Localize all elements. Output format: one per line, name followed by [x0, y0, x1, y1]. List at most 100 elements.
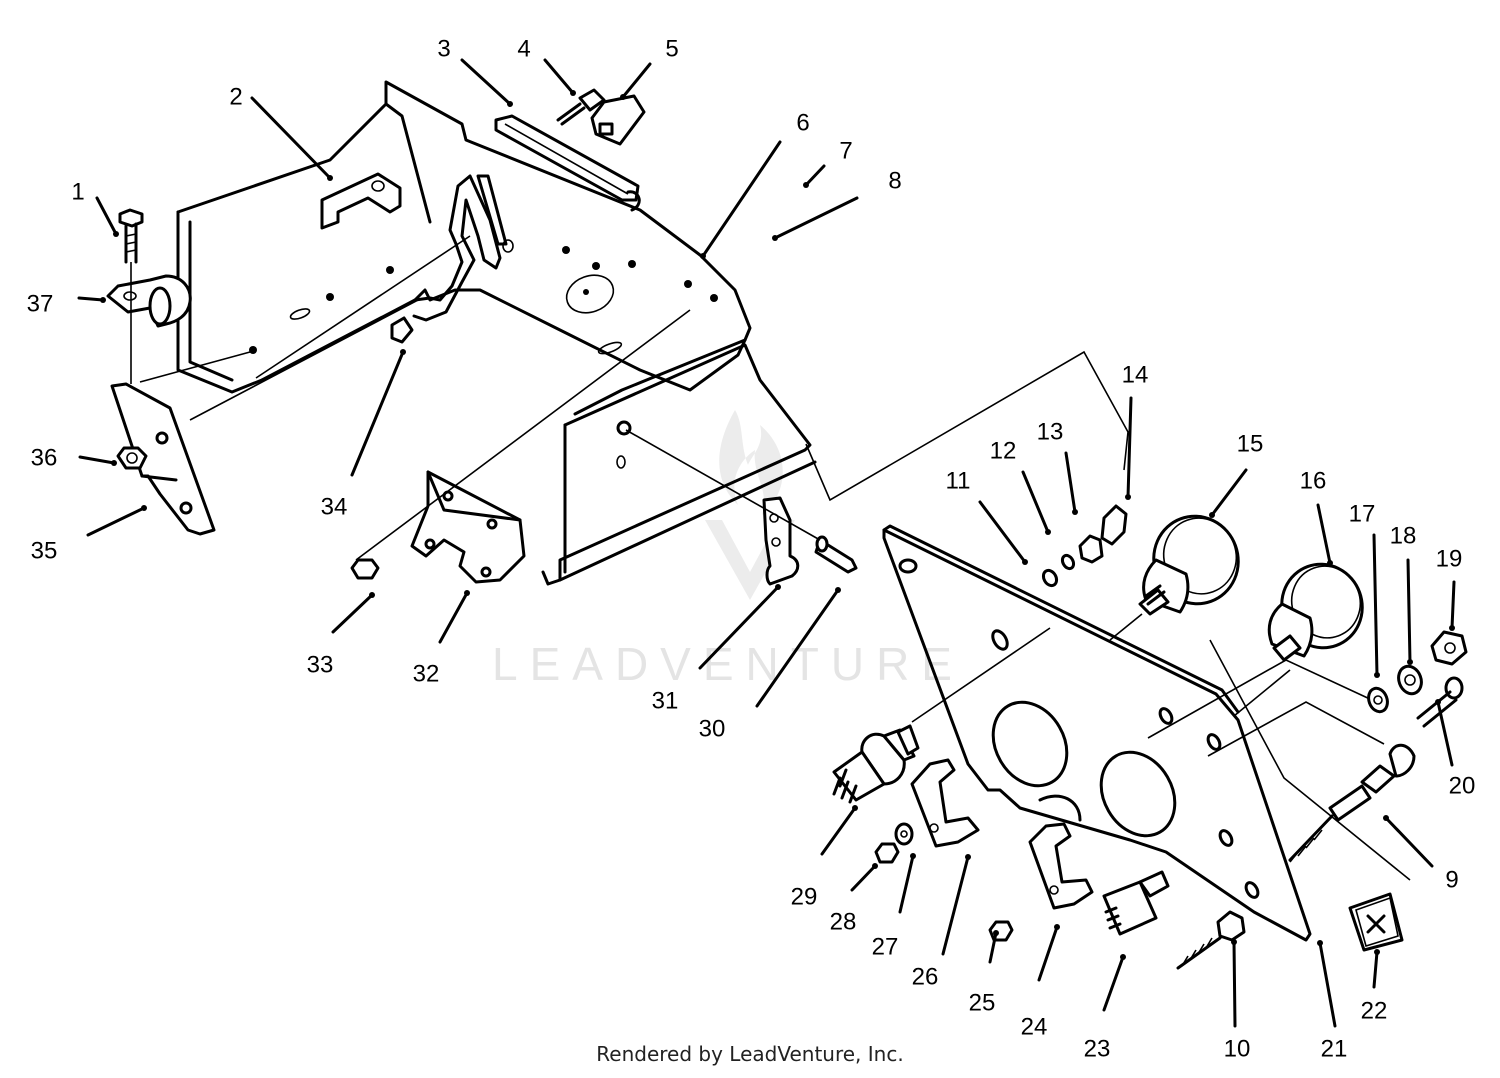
part-9-cable	[1288, 743, 1416, 863]
leader-tip-14	[1125, 494, 1131, 500]
part-36-nut	[116, 446, 148, 470]
callout-37: 37	[27, 290, 54, 317]
leader-line-29	[820, 806, 857, 856]
leader-line-35	[86, 506, 146, 537]
leader-tip-2	[327, 175, 333, 181]
leader-tip-31	[775, 584, 781, 590]
callout-33: 33	[307, 651, 334, 678]
leader-tip-32	[464, 590, 470, 596]
leader-tip-36	[111, 460, 117, 466]
part-1-bolt	[118, 208, 144, 264]
leader-line-14	[1126, 396, 1133, 499]
leader-line-33	[331, 593, 374, 634]
credit-footer: Rendered by LeadVenture, Inc.	[596, 1042, 904, 1066]
part-17-washer	[1367, 686, 1389, 714]
leader-tip-4	[570, 90, 576, 96]
callout-23: 23	[1084, 1035, 1111, 1062]
callout-13: 13	[1037, 418, 1064, 445]
callout-21: 21	[1321, 1035, 1348, 1062]
callout-30: 30	[699, 715, 726, 742]
part-34-lever	[390, 174, 514, 344]
leader-line-10	[1232, 940, 1237, 1028]
leader-line-16	[1316, 503, 1332, 565]
leader-line-11	[978, 500, 1027, 564]
leader-tip-18	[1407, 659, 1413, 665]
leader-line-23	[1102, 955, 1125, 1012]
leader-line-21	[1318, 941, 1337, 1028]
part-22-decal	[1348, 892, 1404, 952]
leader-tip-23	[1120, 954, 1126, 960]
part-15-gauge	[1138, 514, 1240, 616]
leader-tip-33	[369, 592, 375, 598]
leader-line-4	[543, 58, 575, 95]
leader-tip-19	[1449, 625, 1455, 631]
leader-line-1	[95, 196, 118, 236]
leader-tip-1	[113, 231, 119, 237]
leader-tip-20	[1435, 699, 1441, 705]
callout-10: 10	[1224, 1035, 1251, 1062]
callout-29: 29	[791, 883, 818, 910]
part-21-panel	[882, 524, 1312, 942]
callout-4: 4	[517, 35, 530, 62]
part-11-washer	[1041, 568, 1059, 588]
leader-tip-35	[141, 505, 147, 511]
leader-line-18	[1406, 558, 1412, 664]
console-bracket	[176, 80, 817, 586]
leader-line-26	[941, 855, 970, 956]
part-24-bracket	[1028, 822, 1094, 910]
watermark: LEADVENTURE	[492, 410, 952, 690]
callout-28: 28	[830, 908, 857, 935]
callout-18: 18	[1390, 522, 1417, 549]
part-19-nut	[1430, 630, 1468, 666]
part-14-clip	[1100, 504, 1128, 546]
part-20-screw	[1416, 676, 1464, 728]
part-16-gauge	[1267, 562, 1364, 662]
leader-line-28	[850, 864, 877, 892]
leader-tip-9	[1383, 815, 1389, 821]
leader-tip-10	[1231, 939, 1237, 945]
leader-line-3	[460, 58, 512, 106]
part-37-clamp	[106, 274, 192, 328]
leader-line-27	[898, 854, 915, 914]
leader-tip-37	[100, 297, 106, 303]
part-33-nut	[350, 558, 380, 580]
callout-3: 3	[437, 35, 450, 62]
leader-tip-27	[910, 853, 916, 859]
callout-36: 36	[31, 444, 58, 471]
callout-1: 1	[71, 178, 84, 205]
callout-16: 16	[1300, 467, 1327, 494]
part-10-screw	[1176, 910, 1246, 970]
part-30-pin	[814, 535, 858, 574]
callout-27: 27	[872, 933, 899, 960]
leader-line-36	[78, 455, 116, 465]
leader-line-37	[77, 296, 105, 302]
part-13-nut	[1078, 534, 1104, 564]
callout-8: 8	[888, 167, 901, 194]
leader-line-7	[804, 164, 826, 187]
leader-line-5	[621, 62, 652, 99]
leader-tip-30	[835, 587, 841, 593]
leader-line-19	[1450, 580, 1456, 630]
callout-34: 34	[321, 493, 348, 520]
callout-6: 6	[796, 109, 809, 136]
part-18-washer	[1397, 664, 1423, 696]
leader-tip-25	[993, 930, 999, 936]
leader-line-12	[1021, 470, 1050, 534]
part-27-washer	[894, 822, 914, 846]
leader-line-31	[698, 585, 780, 670]
leader-tip-5	[620, 94, 626, 100]
part-23-switch	[1102, 870, 1170, 936]
leader-line-20	[1436, 700, 1454, 767]
part-25-nut	[988, 920, 1014, 942]
leader-line-34	[350, 350, 405, 477]
callout-17: 17	[1349, 500, 1376, 527]
part-28-nut	[874, 842, 900, 864]
part-5-knob	[590, 94, 646, 146]
part-29-ignition-switch	[832, 724, 920, 804]
part-32-bracket	[410, 470, 526, 584]
callout-5: 5	[665, 35, 678, 62]
part-4-bolt	[556, 88, 606, 126]
leader-tip-26	[965, 854, 971, 860]
part-12-lockwasher	[1060, 553, 1076, 571]
